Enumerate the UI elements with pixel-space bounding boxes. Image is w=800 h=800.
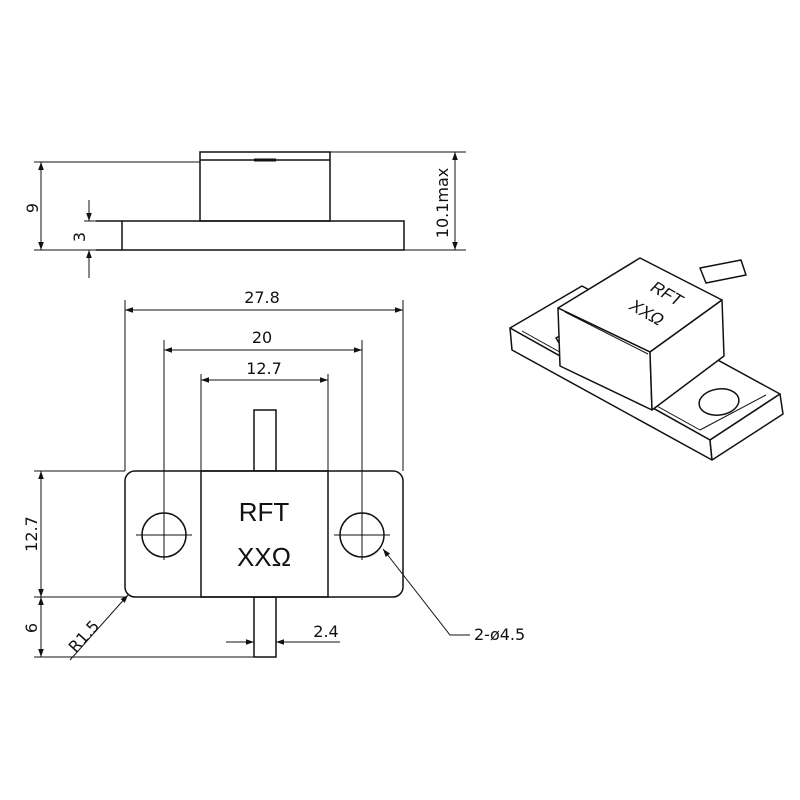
hole-callout-label: 2-ø4.5: [474, 625, 525, 644]
dim-label-3: 3: [70, 232, 89, 242]
dim-label-2-4: 2.4: [313, 622, 338, 641]
radius-label: R1.5: [65, 616, 104, 656]
iso-body-side: [649, 299, 725, 411]
top-tab: [253, 409, 277, 472]
iso-mount-hole: [698, 388, 740, 416]
hole-leader: [382, 548, 470, 636]
dim-label-10-1max: 10.1max: [433, 168, 452, 238]
radius-leader: [69, 594, 129, 661]
dim-label-12-7-body: 12.7: [246, 359, 282, 378]
side-view: [34, 151, 466, 278]
dim-label-20: 20: [252, 328, 272, 347]
bottom-tab: [253, 596, 277, 658]
dim-label-27-8: 27.8: [244, 288, 280, 307]
top-flange: [124, 470, 404, 598]
top-view: [34, 300, 470, 661]
top-body: [200, 470, 329, 598]
dim-label-9: 9: [23, 203, 42, 213]
dim-label-6: 6: [22, 623, 41, 633]
marking-rft: RFT: [239, 497, 290, 527]
side-body: [199, 151, 331, 222]
side-flange: [121, 220, 405, 251]
dim-label-12-7-flange: 12.7: [22, 516, 41, 552]
marking-resistance: XXΩ: [237, 542, 291, 572]
isometric-view: [509, 257, 784, 461]
